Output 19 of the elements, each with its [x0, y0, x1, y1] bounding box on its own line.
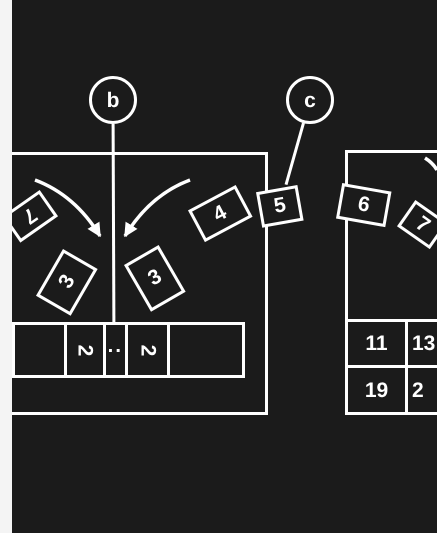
tile: 3: [124, 244, 186, 312]
table-cell: 2: [67, 325, 103, 375]
tile: 7: [12, 190, 58, 242]
tile: 6: [336, 182, 392, 228]
table-cell: 2: [125, 325, 167, 375]
tile: 4: [188, 185, 252, 243]
table-cell: :: [103, 325, 125, 375]
label-circle: c: [286, 76, 334, 124]
tile: 7: [397, 200, 437, 250]
label-circle: b: [89, 76, 137, 124]
leader-line: [112, 124, 116, 325]
tile: 3: [36, 248, 98, 316]
table-row: [12, 322, 245, 378]
table-cell: 13: [405, 319, 437, 365]
leader-line: [284, 122, 305, 186]
table-cell: 2: [405, 365, 437, 412]
tile: 5: [256, 184, 304, 228]
table-cell: 19: [348, 365, 405, 412]
table-cell: 11: [348, 319, 405, 365]
